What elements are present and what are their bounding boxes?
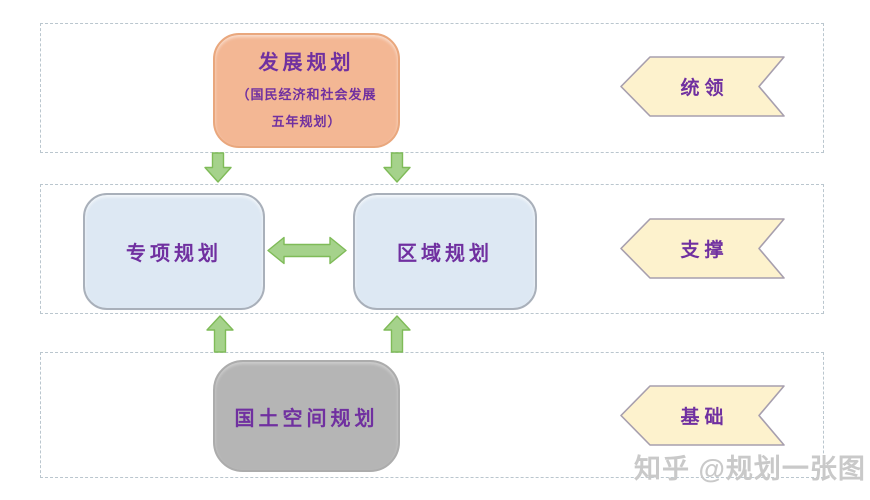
banner-lead-label: 统领 [680, 78, 729, 99]
up-arrow-icon [383, 315, 411, 353]
chevron-banner-icon [620, 385, 785, 446]
development-planning-subtitle: （国民经济和社会发展 五年规划） [236, 82, 376, 135]
watermark: 知乎 @规划一张图 [634, 454, 866, 484]
development-planning-subtitle-line2: 五年规划） [271, 113, 342, 129]
development-planning-title: 发展规划 [258, 51, 355, 74]
double-arrow-icon [267, 236, 347, 265]
development-planning-subtitle-line1: （国民经济和社会发展 [236, 86, 377, 102]
banner-foundation: 基础 [620, 385, 785, 446]
node-special-planning: 专项规划 [83, 193, 265, 310]
chevron-banner-icon [620, 56, 785, 117]
territorial-spatial-planning-title: 国土空间规划 [234, 407, 379, 430]
down-arrow-icon [383, 152, 411, 183]
chevron-banner-icon [620, 218, 785, 279]
banner-support-label: 支撑 [680, 240, 729, 261]
down-arrow-icon [204, 152, 232, 183]
node-regional-planning: 区域规划 [353, 193, 537, 310]
node-territorial-spatial-planning: 国土空间规划 [213, 360, 400, 472]
node-development-planning: 发展规划 （国民经济和社会发展 五年规划） [213, 33, 400, 148]
banner-support: 支撑 [620, 218, 785, 279]
regional-planning-title: 区域规划 [397, 243, 493, 265]
banner-foundation-label: 基础 [680, 407, 729, 428]
special-planning-title: 专项规划 [126, 243, 222, 265]
banner-lead: 统领 [620, 56, 785, 117]
up-arrow-icon [206, 315, 234, 353]
